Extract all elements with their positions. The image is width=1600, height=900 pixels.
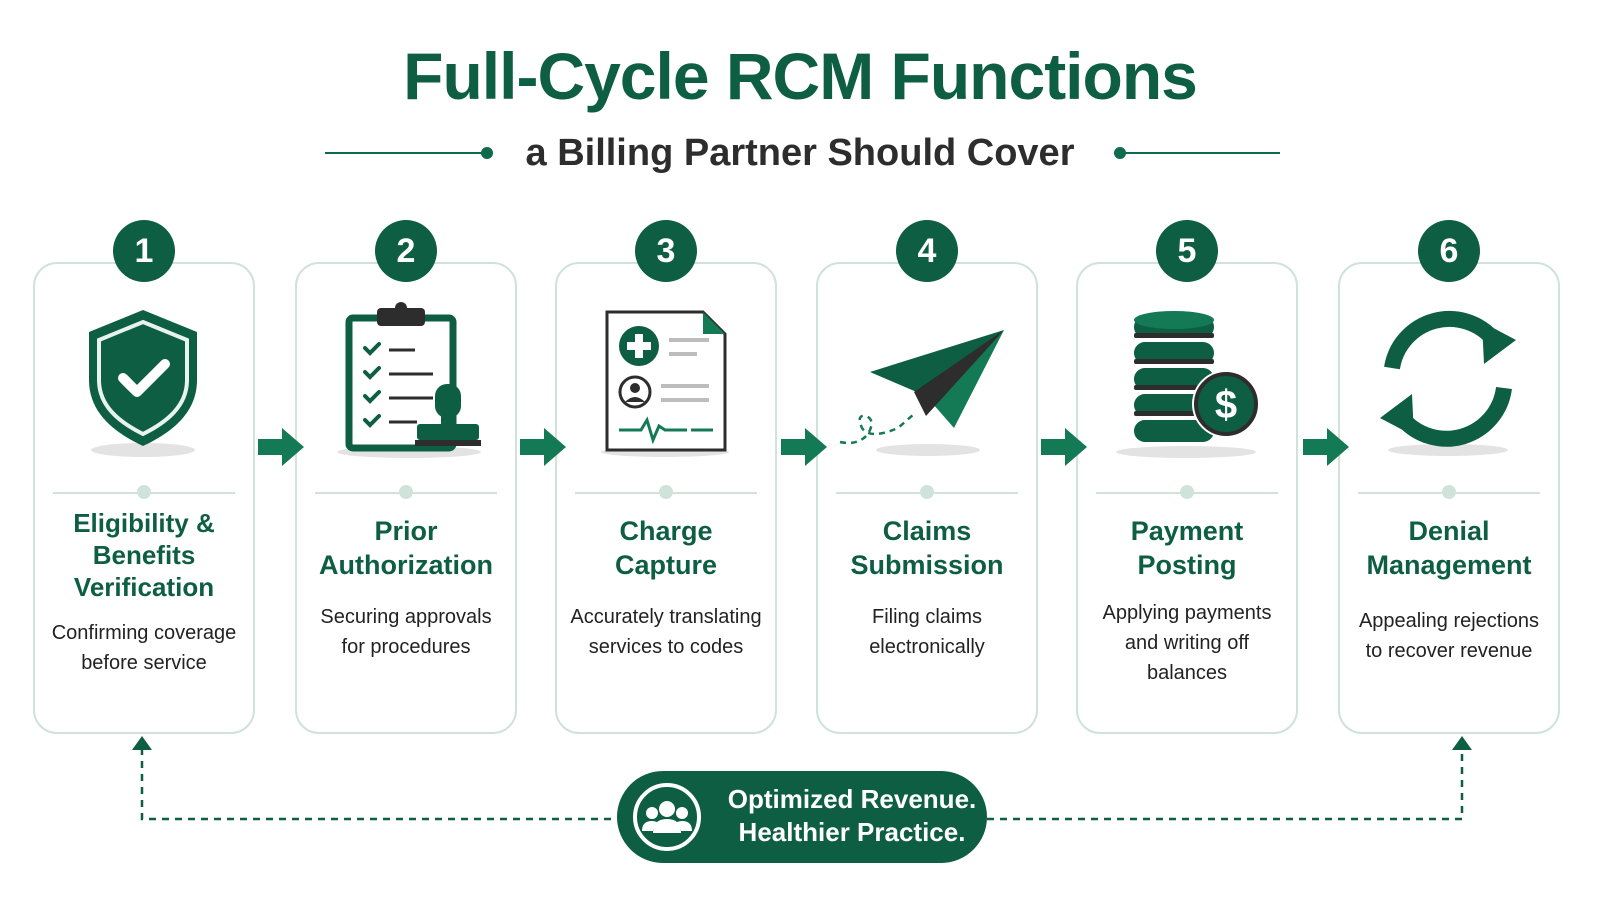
step-number-badge: 6 [1418,220,1480,282]
page-title: Full-Cycle RCM Functions [403,39,1198,113]
subtitle-rule-right [1120,152,1280,154]
step-number-badge: 3 [635,220,697,282]
step-title: Charge Capture [614,516,717,580]
flow-arrow-icon [1041,428,1087,466]
step-number-badge: 1 [113,220,175,282]
step-divider-dot [1180,485,1194,499]
outcome-text: Optimized Revenue. Healthier Practice. [727,783,977,849]
step-card-charge-capture: Charge Capture Accurately translating se… [555,262,777,734]
feedback-loop [132,736,1472,821]
paper-plane-icon [839,330,1004,456]
flow-arrow-icon [258,428,304,466]
outcome-line-2: Healthier Practice. [738,817,966,847]
outcome-line-1: Optimized Revenue. [727,784,977,814]
step-title: Claims Submission [850,516,1004,580]
step-card-eligibility: Eligibility & Benefits Verification Conf… [33,262,255,734]
page-subtitle: a Billing Partner Should Cover [525,132,1075,174]
step-divider-dot [399,485,413,499]
outcome-banner: Optimized Revenue. Healthier Practice. [617,771,987,863]
refresh-cycle-icon [1380,310,1516,456]
step-description: Accurately translating services to codes [570,606,762,658]
step-number-badge: 4 [896,220,958,282]
step-title: Prior Authorization [319,516,493,580]
subtitle-rule-left [325,152,485,154]
flow-arrow-icon [1303,428,1349,466]
step-description: Confirming coverage before service [51,622,237,674]
coin-stack-dollar-icon: $ [1116,311,1260,458]
step-title: Payment Posting [1130,516,1244,580]
flow-arrow-icon [781,428,827,466]
subtitle-row: a Billing Partner Should Cover [0,128,1600,178]
step-number-badge: 5 [1156,220,1218,282]
flow-arrow-icon [520,428,566,466]
step-description: Applying payments and writing off balanc… [1102,602,1272,684]
step-description: Appealing rejections to recover revenue [1358,610,1540,662]
people-group-icon [633,783,701,851]
step-divider-dot [659,485,673,499]
step-card-prior-authorization: Prior Authorization Securing approvals f… [295,262,517,734]
step-card-payment-posting: $ Payment Posting Applying payments and … [1076,262,1298,734]
medical-document-icon [601,310,729,457]
step-divider-dot [920,485,934,499]
step-title: Eligibility & Benefits Verification [73,508,215,602]
step-number-badge: 2 [375,220,437,282]
step-card-denial-management: Denial Management Appealing rejections t… [1338,262,1560,734]
shield-check-icon [89,310,197,457]
clipboard-stamp-icon [337,302,481,458]
step-description: Securing approvals for procedures [320,606,492,658]
step-card-claims-submission: Claims Submission Filing claims electron… [816,262,1038,734]
step-divider-dot [137,485,151,499]
subtitle-dot-left [481,147,493,159]
svg-text:$: $ [1215,383,1237,427]
step-divider-dot [1442,485,1456,499]
step-description: Filing claims electronically [869,606,985,658]
step-title: Denial Management [1366,516,1532,580]
